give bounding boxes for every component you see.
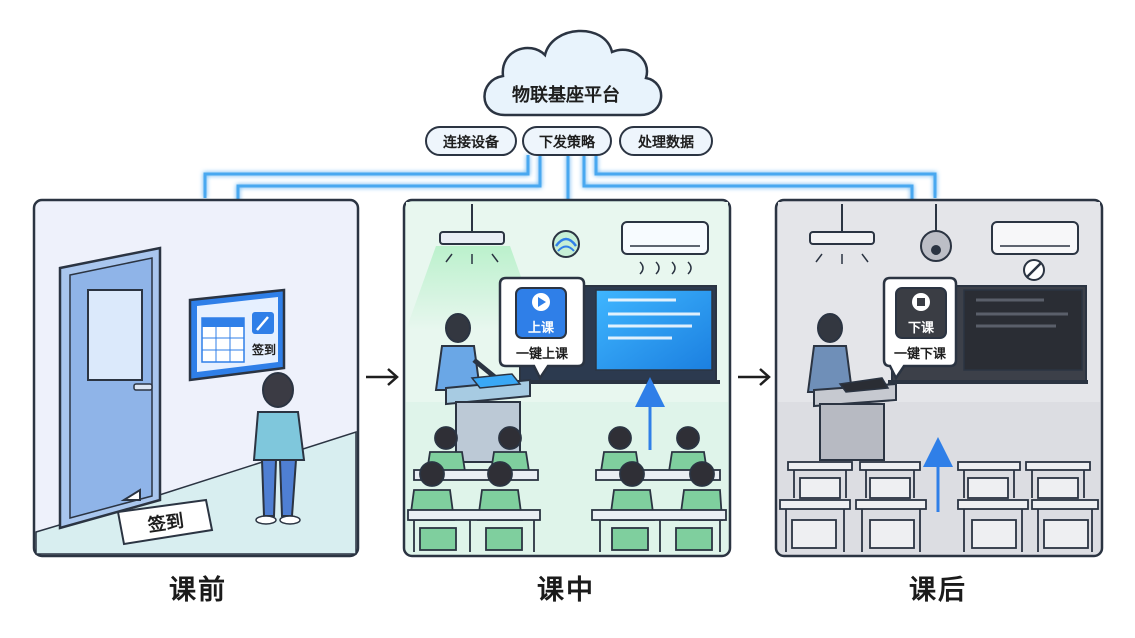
platform-title: 物联基座平台 xyxy=(512,84,620,106)
start-class-button[interactable] xyxy=(515,287,567,339)
desk xyxy=(855,499,927,510)
desk xyxy=(957,461,1021,471)
chair xyxy=(971,519,1017,549)
camera-icon xyxy=(920,204,952,262)
desk xyxy=(1031,499,1099,510)
pill-connect-devices-label: 连接设备 xyxy=(443,134,500,151)
teacher-figure xyxy=(806,313,854,393)
empty-desks xyxy=(779,461,1099,552)
end-class-bubble: 下课 一键下课 xyxy=(882,276,958,381)
end-class-button-label: 下课 xyxy=(908,321,935,336)
power-off-icon xyxy=(1023,259,1045,281)
stop-icon xyxy=(912,293,930,311)
floor-sign-in-text: 签到 xyxy=(146,510,186,537)
panel-after-class: 下课 一键下课 xyxy=(774,198,1104,558)
chair xyxy=(419,527,457,551)
iot-logo-icon xyxy=(552,230,580,258)
podium xyxy=(445,373,531,463)
panel-sign-in-text: 签到 xyxy=(251,342,276,357)
student-figure xyxy=(252,372,306,525)
chair xyxy=(799,477,841,499)
chair xyxy=(869,477,911,499)
chair xyxy=(1043,519,1089,549)
start-class-caption: 一键上课 xyxy=(516,346,569,362)
end-class-button[interactable] xyxy=(895,287,947,339)
cloud-icon xyxy=(483,29,663,117)
air-conditioner-icon xyxy=(991,221,1079,255)
pill-connect-devices: 连接设备 xyxy=(425,126,517,156)
chair xyxy=(869,519,915,549)
chair xyxy=(1037,477,1079,499)
next-arrow-icon xyxy=(366,368,399,386)
door-window xyxy=(87,289,143,381)
connector-to-before-1 xyxy=(203,155,530,198)
chair xyxy=(675,527,713,551)
pill-issue-policy: 下发策略 xyxy=(522,126,612,156)
end-class-caption: 一键下课 xyxy=(894,346,947,362)
platform-function-pills: 连接设备 下发策略 处理数据 xyxy=(425,126,713,156)
desk xyxy=(591,509,727,521)
door-handle xyxy=(133,383,153,391)
pill-process-data-label: 处理数据 xyxy=(637,134,694,151)
chair xyxy=(485,527,523,551)
panel-before-class: 签到 签到 xyxy=(32,198,360,558)
stage-label-during-class: 课中 xyxy=(537,575,595,606)
stage-label-after-class: 课后 xyxy=(909,575,967,606)
ceiling-light-icon xyxy=(809,204,875,264)
desk xyxy=(407,509,541,521)
desk xyxy=(1025,461,1091,471)
desk xyxy=(859,461,921,471)
calendar-icon xyxy=(201,317,245,363)
sign-in-panel: 签到 xyxy=(188,288,286,382)
next-arrow-icon xyxy=(738,368,771,386)
iot-platform-cloud: 物联基座平台 xyxy=(483,29,663,117)
classroom-door xyxy=(58,246,162,530)
desk xyxy=(787,461,853,471)
connector-to-after-1 xyxy=(594,155,937,198)
start-class-button-label: 上课 xyxy=(528,321,555,336)
stage-label-before-class: 课前 xyxy=(169,575,227,606)
air-conditioner-icon xyxy=(621,221,709,275)
desk xyxy=(957,499,1029,510)
desk xyxy=(413,469,539,481)
chair xyxy=(791,519,837,549)
chair xyxy=(967,477,1009,499)
desk xyxy=(595,469,721,481)
panel-during-class: 上课 一键上课 xyxy=(402,198,732,558)
pill-process-data: 处理数据 xyxy=(619,126,713,156)
students-and-desks xyxy=(407,426,727,552)
podium xyxy=(813,377,897,461)
floor-sign-in-marker: 签到 xyxy=(116,488,214,546)
pill-issue-policy-label: 下发策略 xyxy=(539,134,596,151)
play-icon xyxy=(532,293,550,311)
start-class-bubble: 上课 一键上课 xyxy=(498,276,586,381)
desk xyxy=(779,499,851,510)
chair xyxy=(611,527,649,551)
